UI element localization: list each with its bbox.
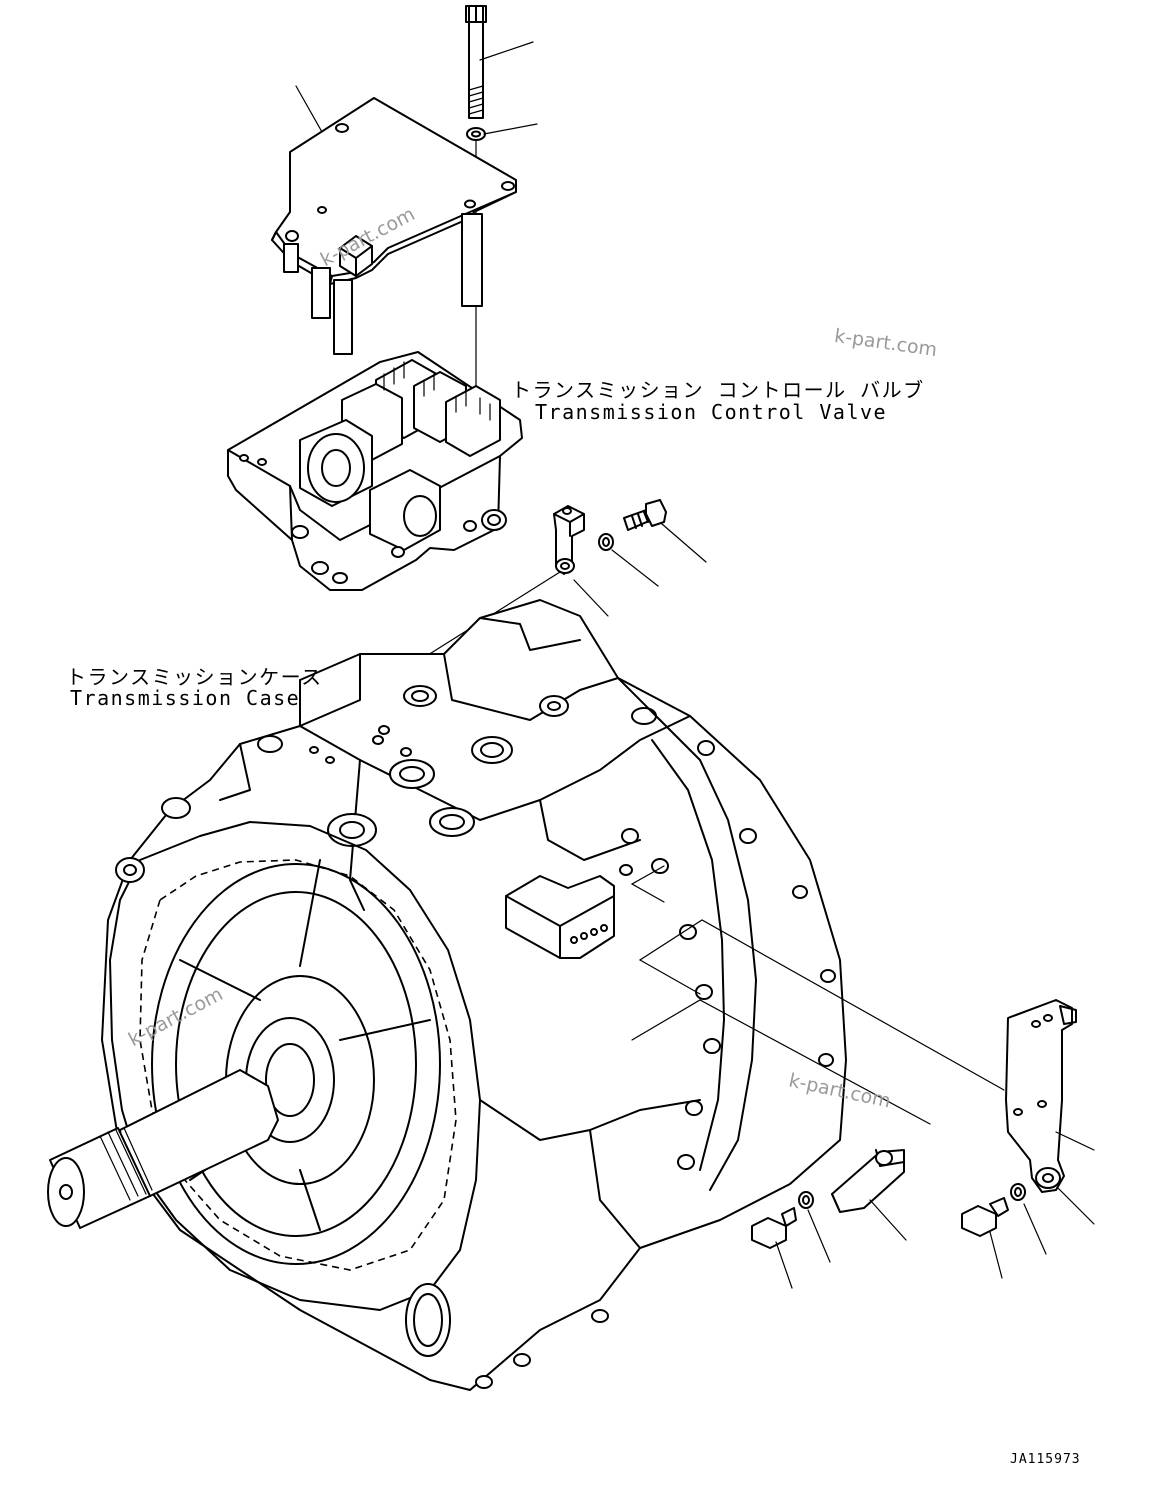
- small-bracket: [553, 505, 585, 575]
- leader-cover: [295, 85, 323, 133]
- control-valve-label-jp: トランスミッション コントロール バルブ: [511, 378, 925, 402]
- leader-flat-bracket: [869, 1199, 907, 1241]
- flat-bracket: [831, 1149, 905, 1213]
- control-valve-label-en: Transmission Control Valve: [535, 400, 888, 424]
- bolt-valve: [623, 499, 667, 531]
- leader-bolt-mid: [775, 1241, 793, 1289]
- bolt-mid: [751, 1207, 797, 1249]
- drawing-code: JA115973: [1010, 1452, 1081, 1467]
- case-label-jp: トランスミッションケース: [66, 665, 323, 689]
- bracket-arm: [1055, 1131, 1095, 1151]
- leader-washer-valve: [611, 549, 659, 587]
- leader-bolt: [479, 41, 534, 61]
- line-flat-bracket: [631, 999, 931, 1125]
- long-bolt: [465, 5, 487, 119]
- line-tall-bracket: [638, 919, 1005, 1091]
- leader-washer-right: [1023, 1203, 1047, 1255]
- leader-bolt-valve: [661, 523, 707, 563]
- leader-washer: [483, 123, 538, 135]
- tall-bracket: [1005, 999, 1077, 1193]
- leader-bracket-valve: [573, 579, 609, 617]
- washer-mid: [798, 1191, 814, 1209]
- washer-right: [1010, 1183, 1026, 1201]
- cover-plate: [271, 97, 517, 355]
- leader-bolt-right: [989, 1231, 1003, 1279]
- transmission-case: [47, 599, 847, 1391]
- control-valve-body: [227, 351, 523, 591]
- bolt-right: [961, 1197, 1009, 1237]
- washer-valve: [598, 533, 614, 551]
- leader-tall-bracket: [1057, 1187, 1095, 1225]
- washer-top: [466, 127, 486, 141]
- case-label-en: Transmission Case: [70, 686, 301, 710]
- leader-washer-mid: [807, 1209, 831, 1263]
- line-case-ref: [630, 865, 665, 903]
